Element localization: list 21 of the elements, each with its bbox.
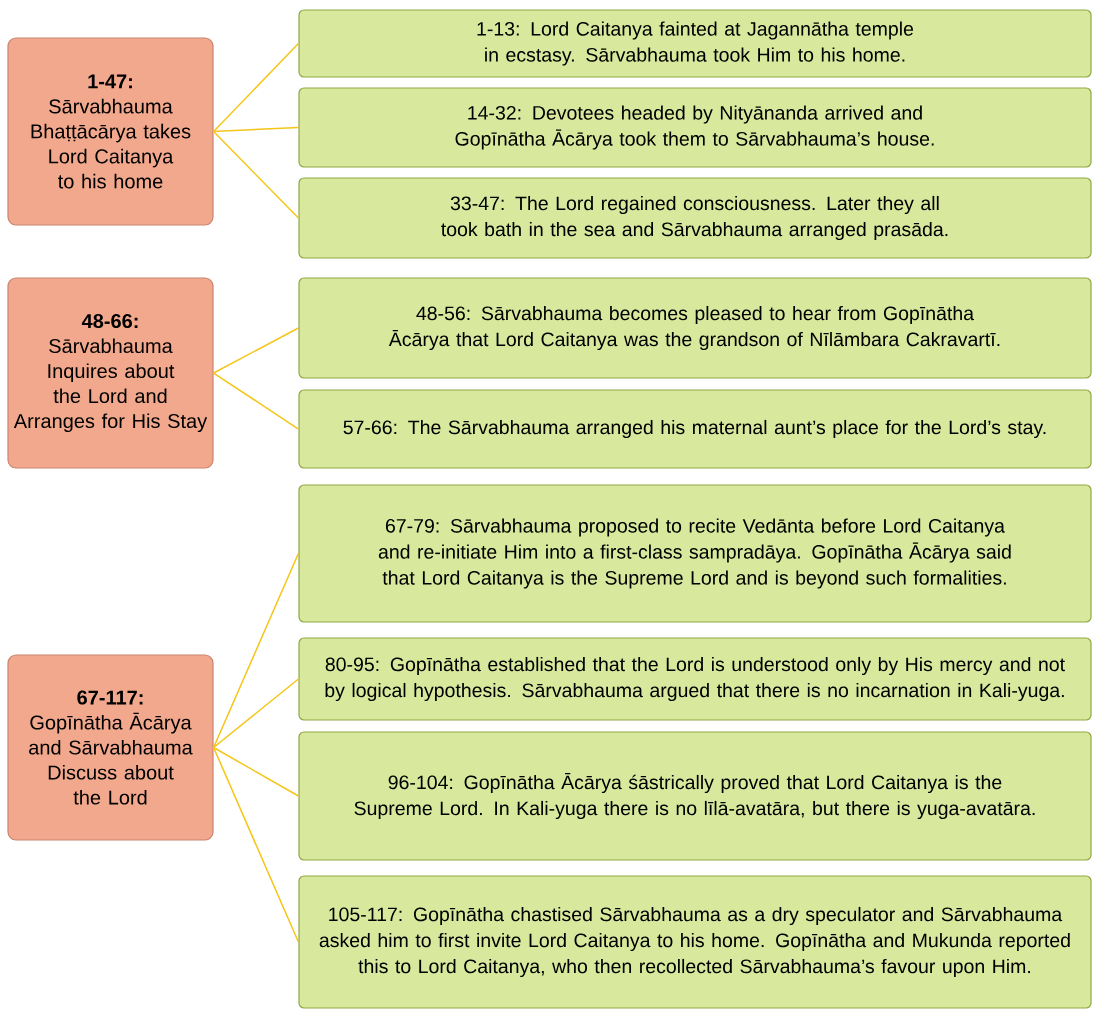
topic-box: 1-47: Sārvabhauma Bhaṭṭācārya takes Lord Caitanya to his home bbox=[7, 37, 214, 226]
summary-box: 105-117: Gopīnātha chastised Sārvabhauma as a dry speculator and Sārvabhauma asked him to first invite Lord Caitanya to his home. Gopīnātha and Mukunda reported this to Lord Caitanya, who then recollected Sārvabhauma’s favour upon Him. bbox=[298, 875, 1092, 1009]
topic-box: 67-117: Gopīnātha Ācārya and Sārvabhauma Discuss about the Lord bbox=[7, 654, 214, 841]
topic-box: 48-66: Sārvabhauma Inquires about the Lord and Arranges for His Stay bbox=[7, 277, 214, 469]
connector-line bbox=[212, 678, 300, 749]
summary-box: 33-47: The Lord regained consciousness. Later they all took bath in the sea and Sārvabhauma arranged prasāda. bbox=[298, 177, 1092, 259]
summary-box: 57-66: The Sārvabhauma arranged his maternal aunt’s place for the Lord’s stay. bbox=[298, 389, 1092, 469]
summary-box: 1-13: Lord Caitanya fainted at Jagannātha temple in ecstasy. Sārvabhauma took Him to his home. bbox=[298, 9, 1092, 78]
connector-line bbox=[212, 327, 300, 374]
connector-line bbox=[212, 42, 300, 133]
connector-line bbox=[212, 746, 300, 943]
summary-box: 48-56: Sārvabhauma becomes pleased to hear from Gopīnātha Ācārya that Lord Caitanya was the grandson of Nīlāmbara Cakravartī. bbox=[298, 277, 1092, 379]
connector-line bbox=[212, 372, 300, 430]
summary-box: 80-95: Gopīnātha established that the Lord is understood only by His mercy and not by logical hypothesis. Sārvabhauma argued that there is no incarnation in Kali-yuga. bbox=[298, 637, 1092, 721]
connector-line bbox=[212, 126, 300, 133]
connector-line bbox=[212, 746, 300, 797]
summary-box: 67-79: Sārvabhauma proposed to recite Vedānta before Lord Caitanya and re-initiate Him into a first-class sampradāya. Gopīnātha Ācārya said that Lord Caitanya is the Supreme Lord and is beyond such formalities. bbox=[298, 484, 1092, 623]
connector-line bbox=[212, 130, 300, 219]
connector-line bbox=[212, 552, 300, 749]
summary-box: 14-32: Devotees headed by Nityānanda arrived and Gopīnātha Ācārya took them to Sārvabhauma’s house. bbox=[298, 87, 1092, 168]
summary-box: 96-104: Gopīnātha Ācārya śāstrically proved that Lord Caitanya is the Supreme Lord. In Kali-yuga there is no līlā-avatāra, but there is yuga-avatāra. bbox=[298, 731, 1092, 861]
